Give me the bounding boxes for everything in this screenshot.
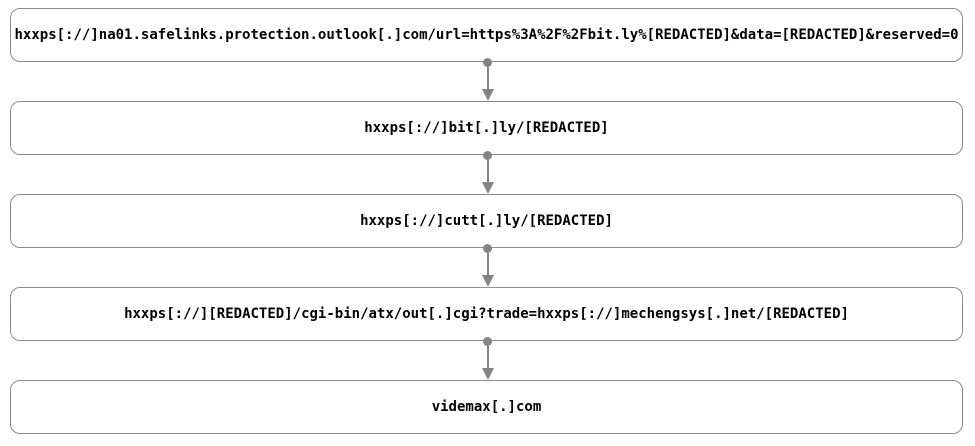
connector-3 bbox=[478, 244, 497, 287]
connector-4 bbox=[478, 337, 497, 380]
url-node-cuttly: hxxps[://]cutt[.]ly/[REDACTED] bbox=[10, 194, 963, 248]
url-node-label: hxxps[://]na01.safelinks.protection.outl… bbox=[14, 27, 959, 43]
arrow-down-icon bbox=[481, 182, 494, 194]
url-node-label: hxxps[://][REDACTED]/cgi-bin/atx/out[.]c… bbox=[124, 306, 849, 322]
url-node-videmax: videmax[.]com bbox=[10, 380, 963, 434]
connector-line bbox=[486, 67, 489, 89]
connector-1 bbox=[478, 58, 497, 101]
arrow-down-icon bbox=[481, 275, 494, 287]
arrow-down-icon bbox=[481, 89, 494, 101]
url-node-safelinks: hxxps[://]na01.safelinks.protection.outl… bbox=[10, 8, 963, 62]
url-node-label: hxxps[://]bit[.]ly/[REDACTED] bbox=[364, 120, 609, 136]
url-node-cgi-redirect: hxxps[://][REDACTED]/cgi-bin/atx/out[.]c… bbox=[10, 287, 963, 341]
url-node-label: videmax[.]com bbox=[431, 399, 542, 415]
url-node-bitly: hxxps[://]bit[.]ly/[REDACTED] bbox=[10, 101, 963, 155]
connector-line bbox=[486, 346, 489, 368]
arrow-down-icon bbox=[481, 368, 494, 380]
connector-line bbox=[486, 160, 489, 182]
url-node-label: hxxps[://]cutt[.]ly/[REDACTED] bbox=[360, 213, 613, 229]
connector-2 bbox=[478, 151, 497, 194]
connector-line bbox=[486, 253, 489, 275]
